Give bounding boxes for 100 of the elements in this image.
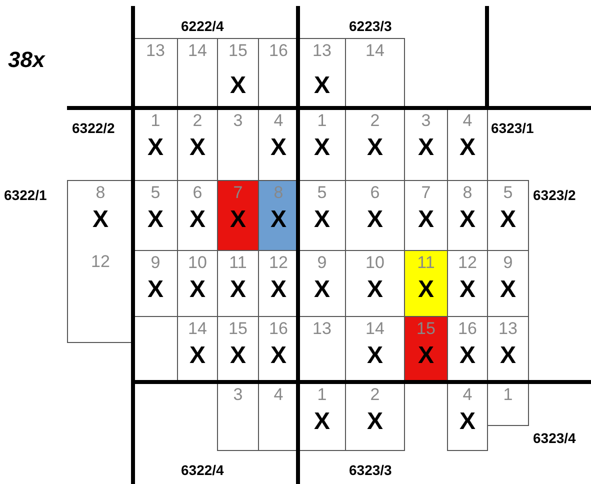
cell-number: 8 [272, 183, 284, 203]
cross-mark: X [188, 343, 206, 369]
sheet-label: 6323/3 [349, 462, 392, 478]
cross-mark: X [269, 343, 288, 369]
cross-mark: X [498, 207, 517, 233]
sheet-label: 6322/1 [4, 187, 47, 203]
grid-cell [487, 180, 529, 251]
grid-cell [447, 382, 488, 451]
cross-mark: X [269, 135, 288, 161]
cross-mark: X [416, 207, 435, 233]
cell-number: 7 [420, 183, 432, 203]
cell-number: 13 [312, 41, 332, 61]
grid-cell [217, 180, 259, 251]
cell-number: 12 [457, 253, 478, 273]
cross-mark: X [366, 277, 384, 303]
cell-number: 4 [462, 111, 474, 131]
cross-mark: X [312, 135, 331, 161]
cell-number: 15 [228, 319, 248, 339]
cell-number: 11 [228, 253, 248, 273]
cross-mark: X [228, 73, 247, 99]
cell-number: 15 [228, 41, 248, 61]
cell-number: 15 [416, 319, 436, 339]
cross-mark: X [498, 277, 517, 303]
cell-number: 5 [150, 183, 162, 203]
cell-number: 9 [502, 253, 514, 273]
cross-mark: X [416, 343, 435, 369]
cross-mark: X [188, 207, 206, 233]
cell-number: 14 [187, 319, 208, 339]
cell-number: 11 [416, 253, 436, 273]
sheet-label: 6222/4 [181, 18, 224, 34]
cross-mark: X [228, 207, 247, 233]
cell-number: 14 [364, 41, 386, 61]
cell-number: 16 [457, 319, 478, 339]
grid-cell [487, 382, 529, 426]
grid-cell [345, 382, 405, 451]
grid-cell [67, 180, 134, 251]
cross-mark: X [458, 207, 476, 233]
cross-mark: X [366, 409, 384, 435]
cell-number: 1 [150, 111, 162, 131]
cross-mark: X [458, 135, 476, 161]
sheet-label: 6322/2 [72, 120, 115, 136]
cross-mark: X [188, 135, 206, 161]
cross-mark: X [269, 277, 288, 303]
cross-mark: X [366, 135, 384, 161]
cell-number: 2 [192, 111, 204, 131]
sheet-label: 6323/1 [491, 120, 534, 136]
cross-mark: X [312, 277, 331, 303]
cell-number: 1 [316, 385, 328, 405]
cross-mark: X [416, 135, 435, 161]
cell-number: 3 [232, 111, 244, 131]
cross-mark: X [416, 277, 435, 303]
cell-number: 4 [272, 385, 284, 405]
cross-mark: X [312, 409, 331, 435]
cell-number: 14 [364, 319, 386, 339]
cell-number: 14 [187, 41, 208, 61]
cross-mark: X [188, 277, 206, 303]
cell-number: 5 [316, 183, 328, 203]
cell-number: 9 [150, 253, 162, 273]
magnification-label: 38x [8, 48, 45, 72]
sheet-label: 6223/3 [349, 18, 392, 34]
cell-number: 8 [462, 183, 474, 203]
cross-mark: X [312, 73, 331, 99]
grid-cell [345, 38, 405, 109]
grid-cell [404, 316, 448, 383]
cell-number: 1 [502, 385, 514, 405]
cell-number: 13 [498, 319, 518, 339]
grid-cell [258, 180, 299, 251]
cross-mark: X [312, 207, 331, 233]
cell-number: 16 [268, 319, 289, 339]
cell-number: 2 [369, 385, 381, 405]
cell-number: 12 [90, 252, 111, 272]
cell-number: 16 [268, 41, 289, 61]
sheet-label: 6323/2 [533, 187, 576, 203]
cross-mark: X [269, 207, 288, 233]
cell-number: 1 [316, 111, 328, 131]
cross-mark: X [228, 277, 247, 303]
cross-mark: X [458, 343, 476, 369]
cross-mark: X [458, 409, 476, 435]
cell-number: 2 [369, 111, 381, 131]
cell-number: 10 [187, 253, 208, 273]
cross-mark: X [366, 207, 384, 233]
cross-mark: X [91, 207, 110, 233]
cross-mark: X [228, 343, 247, 369]
cross-mark: X [146, 207, 164, 233]
cross-mark: X [498, 343, 517, 369]
sheet-label: 6323/4 [533, 430, 576, 446]
cell-number: 4 [272, 111, 284, 131]
cell-number: 5 [502, 183, 514, 203]
cell-number: 4 [462, 385, 474, 405]
cell-number: 3 [232, 385, 244, 405]
cell-number: 13 [312, 319, 332, 339]
cell-number: 7 [232, 183, 244, 203]
cell-number: 10 [364, 253, 386, 273]
cross-mark: X [146, 135, 164, 161]
cell-number: 6 [192, 183, 204, 203]
cross-mark: X [458, 277, 476, 303]
grid-cell [404, 250, 448, 317]
sheet-label: 6322/4 [181, 462, 224, 478]
cell-number: 13 [145, 41, 166, 61]
grid-cell [217, 382, 259, 451]
